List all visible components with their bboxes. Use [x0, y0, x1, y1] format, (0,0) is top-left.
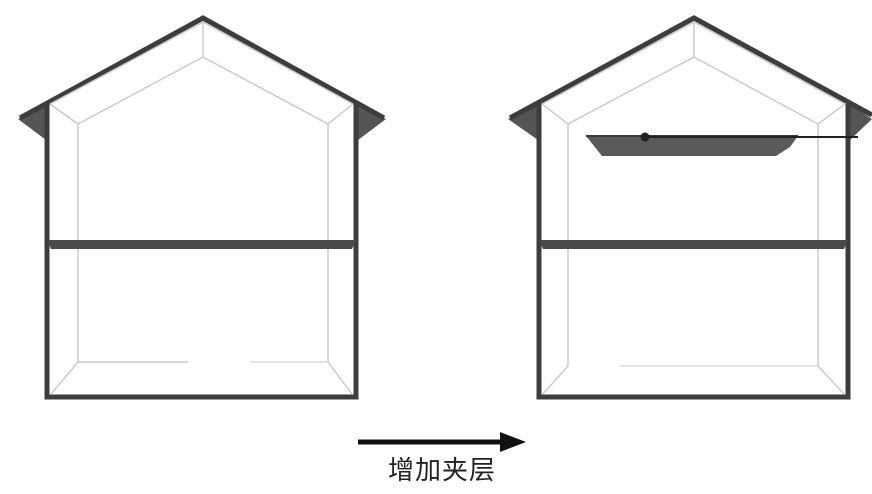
interior-lines-upper [49, 21, 354, 243]
leader-dot [640, 132, 650, 142]
transition-arrow [358, 432, 526, 452]
house-before [18, 15, 386, 400]
roof [18, 15, 386, 121]
interior-lines-lower [50, 249, 353, 395]
eave-left [508, 104, 538, 140]
house-after [508, 15, 872, 400]
mezzanine-deck [586, 136, 798, 156]
roof [508, 15, 872, 121]
caption: 增加夹层 [387, 456, 496, 486]
outer-walls [44, 104, 359, 400]
eave-right [358, 104, 386, 140]
floor-slab [47, 240, 356, 249]
interior-lines-lower [542, 249, 845, 395]
eave-right [850, 104, 872, 140]
floor-slab [539, 240, 848, 249]
outer-walls [536, 104, 851, 400]
arrow-head-icon [500, 432, 526, 452]
interior-lines-upper [541, 21, 846, 243]
eave-left [18, 104, 46, 140]
